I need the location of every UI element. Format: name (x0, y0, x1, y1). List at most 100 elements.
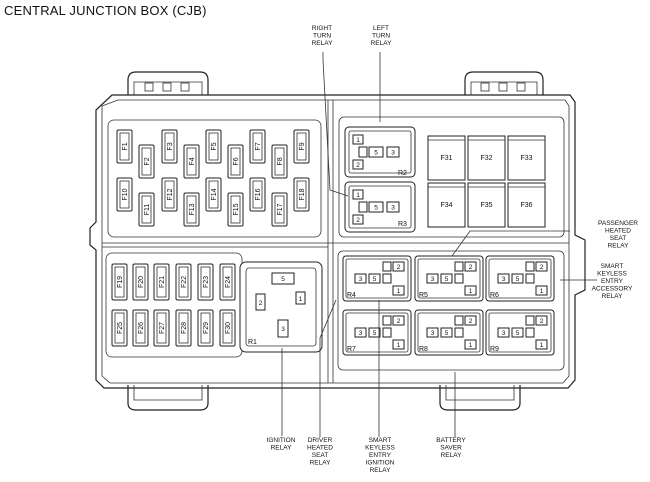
relay-label-r3: R3 (398, 221, 407, 228)
fuse-f7: F7 (249, 129, 266, 164)
fuse-f32-label: F32 (480, 155, 492, 162)
diagram-title: CENTRAL JUNCTION BOX (CJB) (4, 3, 207, 18)
fuse-f15: F15 (227, 192, 244, 227)
relay-r2-pin: 5 (374, 150, 378, 157)
relay-r7-pin: 5 (373, 330, 377, 337)
relay-label-r1: R1 (248, 339, 257, 346)
fuse-f8: F8 (271, 144, 288, 179)
relay-r5-pin: 5 (445, 276, 449, 283)
fuse-f33: F33 (507, 135, 546, 181)
relay-r4-pin: 1 (397, 288, 401, 295)
co-ph-line: HEATED (605, 228, 631, 235)
fuse-f8-label: F8 (277, 157, 284, 165)
fuse-f9: F9 (293, 129, 310, 164)
co-lt-line: TURN (372, 33, 390, 40)
fuse-f24-label: F24 (225, 276, 232, 288)
fuse-f26: F26 (132, 309, 149, 347)
fuse-f6-label: F6 (233, 157, 240, 165)
relay-r4-pin: 2 (397, 264, 401, 271)
fuse-f28-label: F28 (181, 322, 188, 334)
co-ski-line: RELAY (370, 467, 391, 474)
relay-r5-pin: 2 (469, 264, 473, 271)
fuse-f16-label: F16 (255, 188, 262, 200)
fuse-f35-label: F35 (480, 202, 492, 209)
fuse-f22: F22 (175, 263, 192, 301)
relay-r9-pin: 1 (540, 342, 544, 349)
relay-r2-pin: 2 (356, 162, 360, 169)
fuse-f16: F16 (249, 177, 266, 212)
fuse-f34-label: F34 (440, 202, 452, 209)
co-dh-line: RELAY (310, 460, 331, 467)
relay-r8-pin: 3 (431, 330, 435, 337)
fuse-f25: F25 (111, 309, 128, 347)
fuse-f17: F17 (271, 192, 288, 227)
relay-r5-pin: 1 (469, 288, 473, 295)
co-ska-line: RELAY (602, 293, 623, 300)
relay-r8-pin: 5 (445, 330, 449, 337)
cjb-housing (89, 94, 586, 389)
fuse-f14: F14 (205, 177, 222, 212)
fuse-f7-label: F7 (255, 142, 262, 150)
fuse-f13: F13 (183, 192, 200, 227)
top-right-connector-tab (464, 71, 544, 95)
relay-label-r4: R4 (347, 292, 356, 299)
fuse-f14-label: F14 (211, 188, 218, 200)
fuse-f31: F31 (427, 135, 466, 181)
fuse-f11: F11 (138, 192, 155, 227)
fuse-f5-label: F5 (211, 142, 218, 150)
fuse-f11-label: F11 (144, 204, 151, 216)
fuse-f10: F10 (116, 177, 133, 212)
co-bs-line: RELAY (441, 452, 462, 459)
fuse-f20: F20 (132, 263, 149, 301)
co-bs-line: SAVER (440, 445, 462, 452)
co-rt-line: RELAY (312, 40, 333, 47)
relay-r3-pin: 2 (356, 217, 360, 224)
fuse-f29: F29 (197, 309, 214, 347)
relay-r7-pin: 1 (397, 342, 401, 349)
relay-r8: 2 1 3 5R8 (414, 309, 484, 356)
relay-r8-pin: 1 (469, 342, 473, 349)
fuse-f15-label: F15 (233, 203, 240, 215)
relay-r3-pin: 1 (356, 192, 360, 199)
fuse-f5: F5 (205, 129, 222, 164)
fuse-f4: F4 (183, 144, 200, 179)
co-ska-line: SMART (601, 263, 624, 270)
upper-right-panel (338, 116, 565, 238)
lower-right-panel (337, 250, 565, 371)
relay-r8-pin: 2 (469, 318, 473, 325)
fuse-f29-label: F29 (203, 322, 210, 334)
fuse-f4-label: F4 (189, 157, 196, 165)
relay-r5-pin: 3 (431, 276, 435, 283)
relay-r3-pin: 5 (374, 205, 378, 212)
relay-r2-pin: 3 (391, 150, 395, 157)
relay-label-r8: R8 (419, 346, 428, 353)
fuse-f33-label: F33 (520, 155, 532, 162)
fuse-f28: F28 (175, 309, 192, 347)
relay-r9-pin: 3 (502, 330, 506, 337)
fuse-f21-label: F21 (159, 276, 166, 288)
relay-label-r7: R7 (347, 346, 356, 353)
co-ski-line: SMART (369, 437, 392, 444)
top-left-connector-tab (127, 71, 209, 95)
co-rt-line: TURN (313, 33, 331, 40)
co-ska-line: ACCESSORY (592, 286, 633, 293)
relay-label-r6: R6 (490, 292, 499, 299)
fuse-f30-label: F30 (225, 322, 232, 334)
co-ph-line: RELAY (608, 243, 629, 250)
relay-r6-pin: 3 (502, 276, 506, 283)
relay-r4-pin: 5 (373, 276, 377, 283)
co-lt-line: LEFT (373, 25, 389, 32)
co-ski-line: KEYLESS (365, 445, 395, 452)
fuse-f27: F27 (153, 309, 170, 347)
